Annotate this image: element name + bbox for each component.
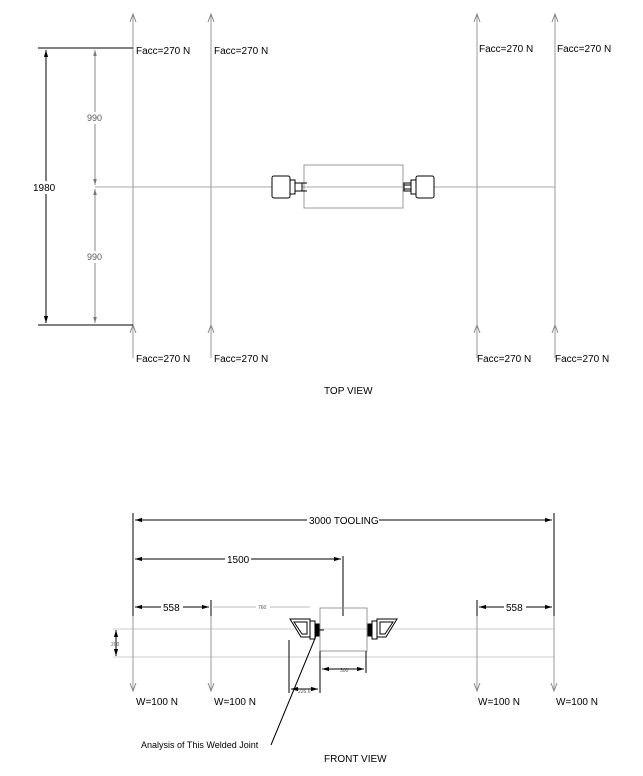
right-clamp: [403, 175, 435, 199]
arrow-down-icon: [129, 682, 137, 693]
force-label: Facc=270 N: [555, 354, 609, 365]
force-label: Facc=270 N: [214, 354, 268, 365]
dimension-label: 990: [87, 113, 102, 123]
force-label: Facc=270 N: [136, 354, 190, 365]
dimension-label: 226.6: [298, 689, 311, 695]
force-label: Facc=270 N: [477, 354, 531, 365]
arrow-up-icon: [551, 323, 559, 334]
top-view: Facc=270 N Facc=270 N Facc=270 N Facc=27…: [30, 12, 611, 397]
view-caption: FRONT VIEW: [324, 754, 387, 765]
arrow-up-icon: [207, 12, 215, 23]
weight-label: W=100 N: [214, 697, 256, 708]
arrow-up-icon: [473, 12, 481, 23]
force-label: Facc=270 N: [557, 44, 611, 55]
force-label: Facc=270 N: [479, 44, 533, 55]
dimension-label: 1980: [33, 183, 56, 194]
dimension-label: 200: [111, 642, 120, 648]
arrow-up-icon: [129, 12, 137, 23]
dimension-label: 558: [163, 603, 180, 614]
right-welded-clamp: [367, 618, 398, 640]
weight-label: W=100 N: [478, 697, 520, 708]
weight-label: W=100 N: [556, 697, 598, 708]
workpiece-outline: [303, 164, 404, 209]
left-welded-clamp: [289, 618, 324, 640]
arrow-up-icon: [473, 323, 481, 334]
weight-label: W=100 N: [136, 697, 178, 708]
dimension-label: 990: [87, 252, 102, 262]
weld-annotation: Analysis of This Welded Joint: [141, 740, 259, 750]
arrow-down-icon: [473, 682, 481, 693]
left-clamp: [271, 175, 307, 199]
dimension-label: 3000 TOOLING: [309, 516, 379, 527]
arrow-up-icon: [551, 12, 559, 23]
front-view: 3000 TOOLING 1500 558 760 558 200: [111, 513, 598, 765]
arrow-down-icon: [207, 682, 215, 693]
dimension-label: 300: [340, 668, 349, 674]
dimension-label: 760: [258, 605, 267, 611]
arrow-up-icon: [207, 323, 215, 334]
force-label: Facc=270 N: [214, 46, 268, 57]
view-caption: TOP VIEW: [324, 386, 373, 397]
weld-leader-line: [270, 635, 317, 746]
arrow-down-icon: [550, 682, 558, 693]
dimension-label: 558: [506, 603, 523, 614]
force-label: Facc=270 N: [136, 46, 190, 57]
dimension-label: 1500: [227, 555, 250, 566]
